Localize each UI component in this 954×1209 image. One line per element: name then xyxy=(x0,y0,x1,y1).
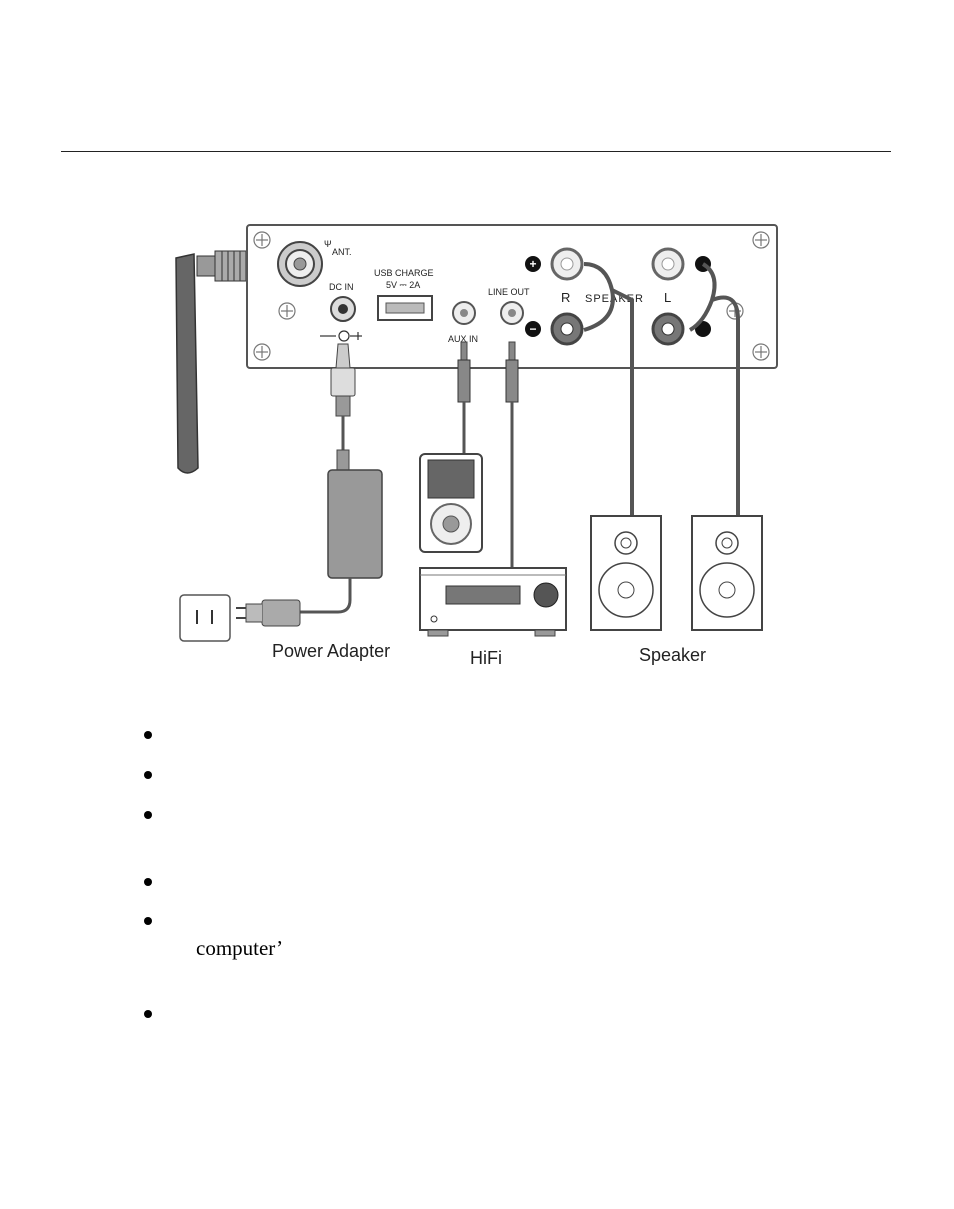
header-rule xyxy=(61,151,891,152)
right-channel-label: R xyxy=(561,290,570,305)
line-out-cable xyxy=(505,341,519,568)
speaker-right-icon xyxy=(590,515,662,631)
wall-outlet-icon xyxy=(179,594,231,642)
ant-label: ANT. xyxy=(332,247,352,257)
aux-in-label: AUX IN xyxy=(448,334,478,344)
speaker-caption: Speaker xyxy=(639,645,706,665)
minus-icon xyxy=(525,321,541,337)
screw-icon xyxy=(253,231,770,361)
svg-text:−: − xyxy=(529,322,536,336)
usb-label-line2: 5V ⎓ 2A xyxy=(386,280,420,290)
speaker-wires xyxy=(583,262,740,515)
power-adapter-icon xyxy=(236,343,383,627)
aux-cable xyxy=(457,341,471,454)
power-adapter-caption: Power Adapter xyxy=(272,641,390,661)
usb-label-line1: USB CHARGE xyxy=(374,268,434,278)
hifi-caption: HiFi xyxy=(470,648,502,668)
antenna-connector xyxy=(277,241,323,287)
polarity-symbol-icon xyxy=(320,330,362,342)
rear-panel: Ψ ANT. DC IN USB CHARGE 5V ⎓ 2A AUX IN L… xyxy=(246,224,778,369)
svg-text:+: + xyxy=(529,257,536,271)
antenna-symbol-icon: Ψ xyxy=(324,239,332,249)
left-channel-label: L xyxy=(664,290,671,305)
dc-in-label: DC IN xyxy=(329,282,354,292)
media-player-icon xyxy=(419,453,483,553)
speaker-left-icon xyxy=(691,515,763,631)
hifi-amplifier-icon xyxy=(419,567,567,637)
line-out-label: LINE OUT xyxy=(488,287,530,297)
plus-icon xyxy=(525,256,541,272)
